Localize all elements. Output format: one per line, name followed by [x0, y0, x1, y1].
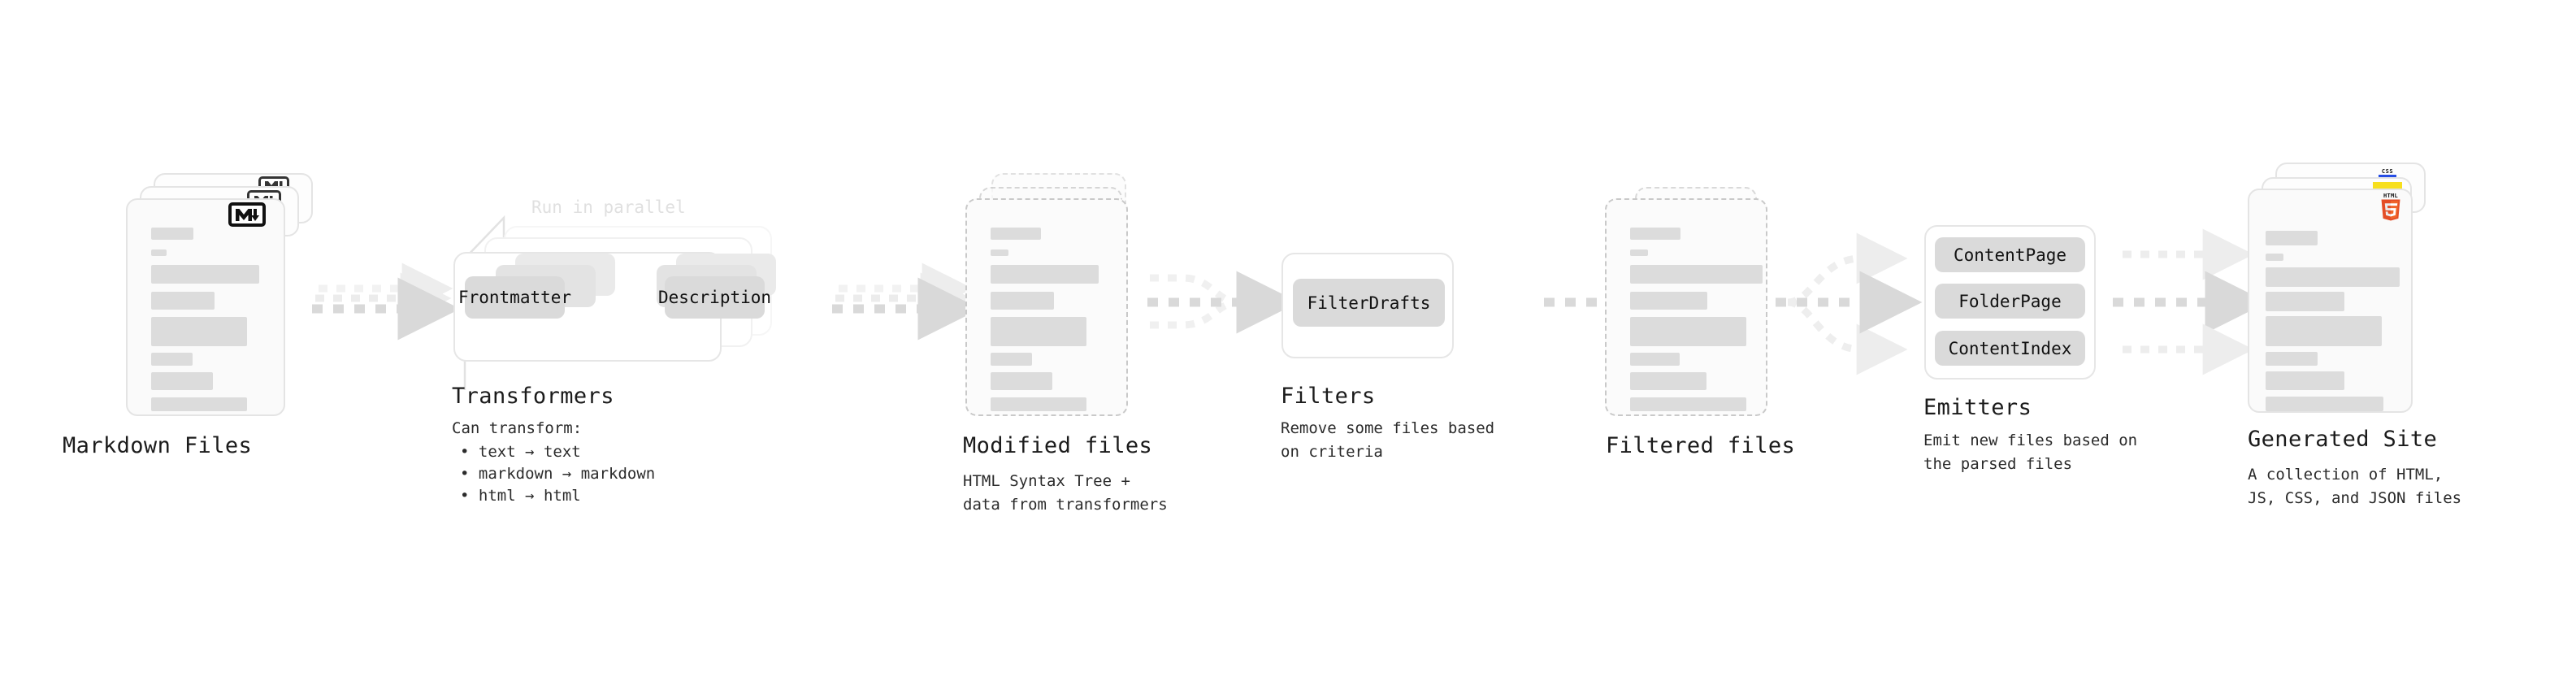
css3-icon: CSS — [2379, 168, 2396, 180]
modified-files-description: HTML Syntax Tree + data from transformer… — [963, 472, 1168, 514]
caption-filtered-files: Filtered files — [1606, 433, 1796, 458]
chip-description[interactable]: Description — [658, 276, 771, 319]
chip-contentpage[interactable]: ContentPage — [1935, 237, 2085, 272]
connector-emitters-to-site — [2113, 228, 2268, 375]
html5-icon: HTML — [2379, 193, 2402, 221]
caption-filters: Filters — [1281, 384, 1376, 409]
connector-modified-to-filters — [1147, 271, 1299, 334]
doc-card-front — [126, 198, 285, 416]
caption-generated-site: Generated Site — [2248, 427, 2438, 452]
markdown-icon — [228, 202, 266, 227]
filtered-card-front — [1605, 198, 1767, 416]
caption-markdown-files: Markdown Files — [63, 433, 253, 458]
caption-modified-files: Modified files — [963, 433, 1153, 458]
connector-md-to-transformers — [312, 262, 461, 340]
filters-description: Remove some files based on criteria — [1281, 419, 1495, 461]
transformers-description-item-1: • markdown → markdown — [460, 465, 656, 483]
site-card-front — [2248, 189, 2413, 413]
caption-transformers: Transformers — [452, 384, 614, 409]
connector-transformers-to-modified — [832, 262, 981, 340]
generated-site-description: A collection of HTML, JS, CSS, and JSON … — [2248, 466, 2462, 507]
chip-frontmatter[interactable]: Frontmatter — [458, 276, 571, 319]
modified-card-front — [965, 198, 1128, 416]
caption-emitters: Emitters — [1923, 395, 2032, 420]
chip-filterdrafts[interactable]: FilterDrafts — [1293, 279, 1445, 327]
transformers-description-item-2: • html → html — [460, 487, 581, 505]
connector-filtered-to-emitters — [1776, 232, 1923, 375]
transformers-description-title: Can transform: — [452, 419, 583, 437]
transformers-description-item-0: • text → text — [460, 443, 581, 461]
run-in-parallel-label: Run in parallel — [531, 197, 686, 217]
emitters-description: Emit new files based on the parsed files — [1923, 432, 2138, 473]
chip-contentindex[interactable]: ContentIndex — [1935, 331, 2085, 366]
chip-folderpage[interactable]: FolderPage — [1935, 284, 2085, 319]
